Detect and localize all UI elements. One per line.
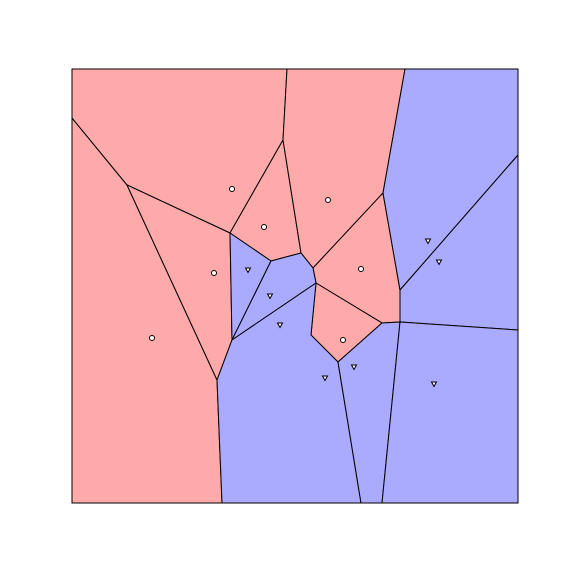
site-marker-a5 [211,270,217,276]
site-marker-b7 [321,375,329,382]
site-marker-b1 [244,267,252,274]
voronoi-cell-b8 [381,321,519,504]
site-marker-b5 [435,259,443,266]
site-marker-b2 [266,293,274,300]
site-marker-a6 [149,335,155,341]
site-marker-b8 [430,381,438,388]
site-marker-a2 [261,224,267,230]
site-marker-a1 [229,186,235,192]
voronoi-cell-b2 [230,252,317,342]
site-marker-b3 [276,322,284,329]
site-marker-b4 [424,238,432,245]
site-marker-b6 [350,364,358,371]
site-marker-a4 [358,266,364,272]
site-marker-a3 [325,197,331,203]
site-marker-a7 [340,337,346,343]
